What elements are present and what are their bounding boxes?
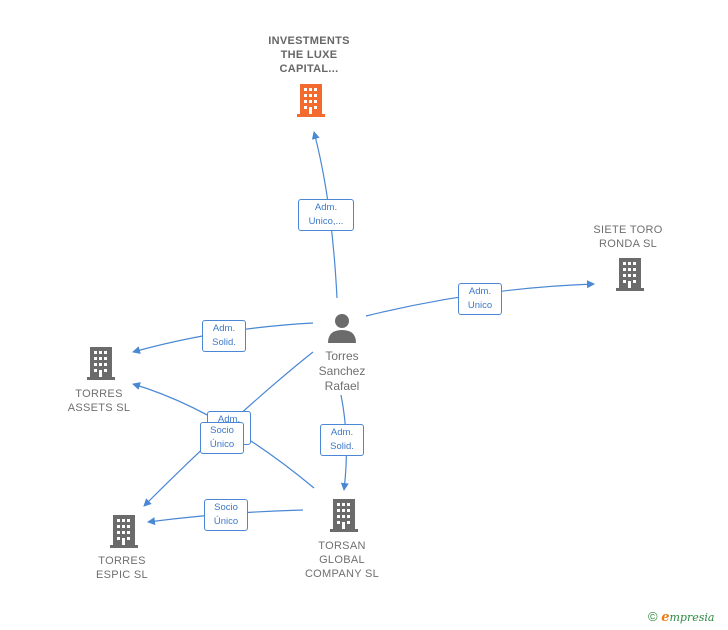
building-icon-torres-assets[interactable] (87, 347, 115, 380)
node-label-torres-espic[interactable]: TORRES ESPIC SL (96, 555, 148, 581)
edge-label-to-torres-assets[interactable]: Adm. Solid. (202, 320, 246, 352)
empresia-logo: © empresia (648, 609, 714, 625)
brand-initial: e (661, 610, 670, 625)
edge-label-torsan-to-assets[interactable]: Socio Único (200, 422, 244, 454)
building-icon-torsan[interactable] (330, 499, 358, 532)
edge-label-to-siete-toro[interactable]: Adm. Unico (458, 283, 502, 315)
brand-name: mpresia (669, 611, 715, 624)
edge-label-to-investments[interactable]: Adm. Unico,... (298, 199, 354, 231)
node-label-siete-toro[interactable]: SIETE TORO RONDA SL (593, 224, 663, 250)
building-icon-siete-toro[interactable] (616, 258, 644, 291)
node-label-torsan[interactable]: TORSAN GLOBAL COMPANY SL (304, 540, 380, 580)
building-icon-investments[interactable] (297, 84, 325, 117)
person-icon[interactable] (328, 314, 356, 343)
copyright-symbol: © (648, 609, 658, 624)
building-icon-torres-espic[interactable] (110, 515, 138, 548)
node-label-person[interactable]: Torres Sanchez Rafael (318, 349, 366, 393)
edge-label-to-torsan[interactable]: Adm. Solid. (320, 424, 364, 456)
node-label-investments[interactable]: INVESTMENTS THE LUXE CAPITAL... (268, 35, 350, 75)
node-label-torres-assets[interactable]: TORRES ASSETS SL (67, 388, 131, 414)
edge-label-torsan-to-espic[interactable]: Socio Único (204, 499, 248, 531)
